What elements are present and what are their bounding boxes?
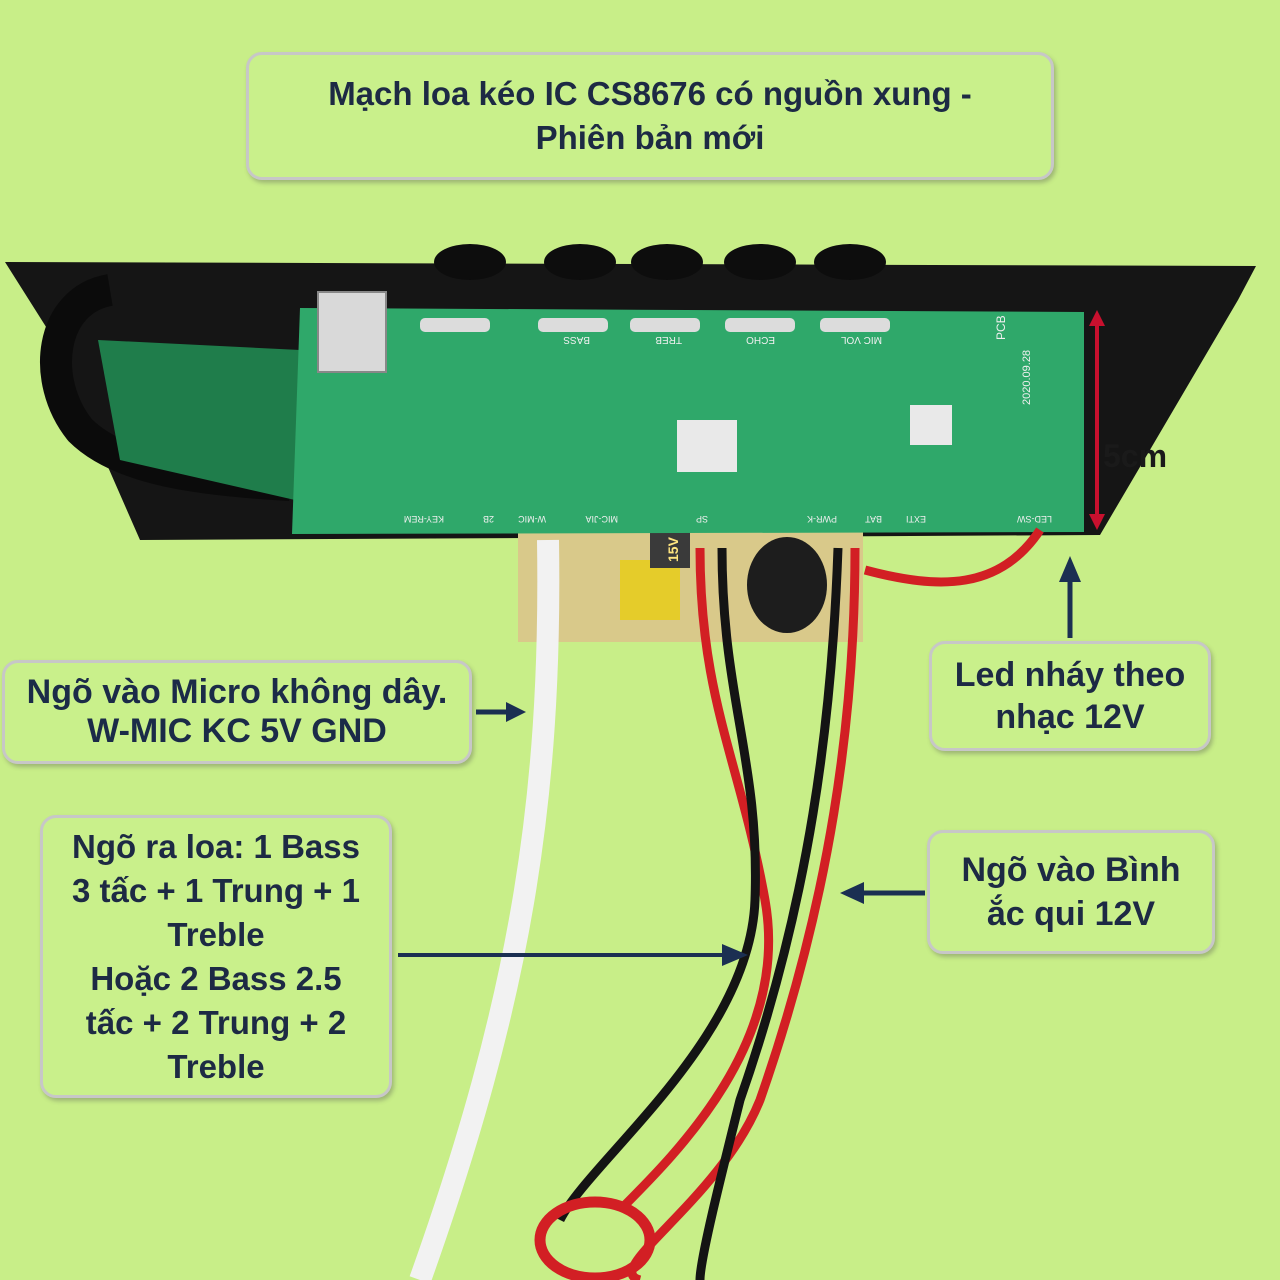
pin-sp: SP [696, 514, 708, 524]
battery-wire-red [627, 547, 860, 1280]
pin-2b: 2B [483, 514, 494, 524]
pin-exti: EXTI [906, 514, 926, 524]
knob-label-bass: BASS [563, 334, 590, 345]
page-title: Mạch loa kéo IC CS8676 có nguồn xung - P… [328, 75, 972, 156]
battery-input-label: Ngõ vào Bình ắc qui 12V [961, 851, 1181, 933]
battery-input-callout: Ngõ vào Bình ắc qui 12V [927, 830, 1215, 954]
mic-input-label: Ngõ vào Micro không dây. W-MIC KC 5V GND [26, 673, 448, 750]
mic-arrow-head [506, 702, 526, 722]
title-callout: Mạch loa kéo IC CS8676 có nguồn xung - P… [246, 52, 1054, 180]
capacitor-15v [650, 528, 690, 568]
pin-key-rem: KEY-REM [404, 514, 444, 524]
capacitor [747, 537, 827, 633]
speaker-output-label: Ngõ ra loa: 1 Bass 3 tấc + 1 Trung + 1 T… [72, 827, 360, 1085]
dimension-arrow-bottom-head [1089, 514, 1105, 530]
dimension-label: 5cm [1103, 438, 1168, 474]
led-callout: Led nháy theo nhạc 12V [929, 641, 1211, 751]
pcb-chip-left [677, 420, 737, 472]
knob-label-mic-vol: MIC VOL [840, 334, 882, 345]
pin-pwr-k: PWR-K [807, 514, 837, 524]
pcb-chip-right [910, 405, 952, 445]
knob-group [434, 244, 886, 280]
pin-labels: KEY-REM 2B W-MIC MIC-JIA SP PWR-K BAT EX… [404, 514, 1052, 524]
led-arrow-head [1059, 556, 1081, 582]
battery-arrow-head [840, 882, 864, 904]
speaker-wire-black [555, 547, 760, 1223]
knob-label-echo: ECHO [746, 334, 775, 345]
speaker-arrow-head [722, 944, 748, 966]
display-board [98, 340, 300, 500]
knob-label-treb: TREB [655, 334, 682, 345]
battery-wire-black [695, 547, 843, 1280]
speaker-wire-red [616, 547, 774, 1214]
pcb-date: 2020.09.28 [1021, 350, 1033, 405]
led-label: Led nháy theo nhạc 12V [954, 656, 1186, 736]
led-wire-red [863, 527, 1044, 587]
capacitor-label: 15V [665, 536, 681, 562]
pin-w-mic: W-MIC [518, 514, 546, 524]
wire-loop [534, 1196, 656, 1280]
usb-port [317, 291, 387, 373]
transformer [620, 560, 680, 620]
callout-arrows [398, 556, 1081, 966]
pin-led-sw: LED-SW [1016, 514, 1052, 524]
pin-bat: BAT [865, 514, 882, 524]
dimension-arrow-top-head [1089, 310, 1105, 326]
white-mic-wires [409, 539, 560, 1280]
mic-input-callout: Ngõ vào Micro không dây. W-MIC KC 5V GND [2, 660, 472, 764]
speaker-output-callout: Ngõ ra loa: 1 Bass 3 tấc + 1 Trung + 1 T… [40, 815, 392, 1098]
pcb-brand: PCB [994, 315, 1008, 340]
pin-mic-jia: MIC-JIA [586, 514, 619, 524]
knob-pads [420, 318, 890, 332]
